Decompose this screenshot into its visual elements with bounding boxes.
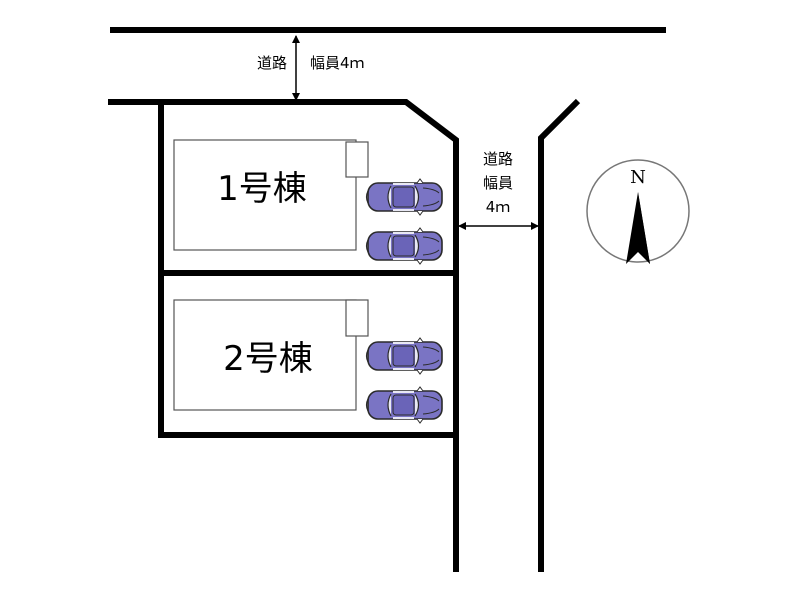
top-road-width-label: 幅員4ｍ xyxy=(310,54,365,72)
car-icon xyxy=(365,178,443,216)
building-1-footprint xyxy=(173,139,357,251)
side-road-width-value: 4ｍ xyxy=(486,198,511,216)
building-2-entrance xyxy=(345,299,369,337)
compass-north-label: N xyxy=(630,167,646,188)
car-icon xyxy=(365,337,443,375)
building-1-entrance xyxy=(345,141,369,178)
site-boundary xyxy=(108,99,459,572)
building-2-label: 2号棟 xyxy=(223,339,313,379)
car-icon xyxy=(365,386,443,424)
car-icon xyxy=(365,227,443,265)
side-road-name: 道路 xyxy=(483,150,513,168)
building-2-footprint xyxy=(173,299,357,411)
side-road-east-edge xyxy=(538,98,581,572)
top-road-name: 道路 xyxy=(257,54,287,72)
building-1-label: 1号棟 xyxy=(217,169,307,209)
site-west-edge xyxy=(158,102,456,438)
compass: N xyxy=(586,159,690,264)
side-road-width-label: 幅員 xyxy=(483,174,513,192)
